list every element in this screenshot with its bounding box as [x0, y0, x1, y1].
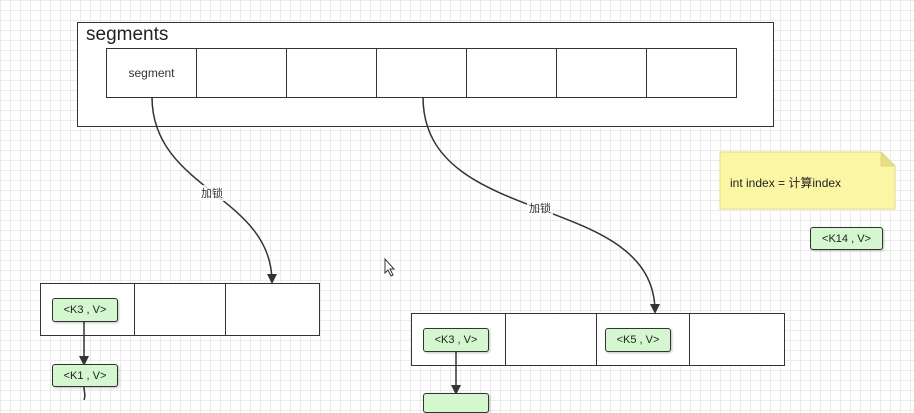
segment-cell-3[interactable] — [376, 48, 467, 98]
right-table-cell-1[interactable] — [505, 313, 598, 366]
left-table-cell-2[interactable] — [225, 283, 320, 336]
segment-cell-6[interactable] — [646, 48, 737, 98]
left-table-cell-1[interactable] — [134, 283, 227, 336]
edge-label-right: 加锁 — [527, 200, 553, 216]
node-right-k5[interactable]: <K5 , V> — [605, 328, 671, 352]
edge-label-left: 加锁 — [199, 185, 225, 201]
segment-cell-0[interactable]: segment — [106, 48, 197, 98]
node-right-k3[interactable]: <K3 , V> — [423, 328, 489, 352]
cursor-icon — [384, 257, 396, 277]
node-left-k1[interactable]: <K1 , V> — [52, 364, 118, 387]
right-table-cell-3[interactable] — [689, 313, 785, 366]
edge-left-chain-tail — [83, 386, 86, 400]
node-right-chain-next[interactable] — [423, 393, 489, 413]
node-left-k3[interactable]: <K3 , V> — [52, 298, 118, 322]
index-note[interactable]: int index = 计算index — [730, 176, 842, 190]
segment-cell-2[interactable] — [286, 48, 377, 98]
node-lone-k14[interactable]: <K14 , V> — [810, 227, 883, 250]
segment-cell-1[interactable] — [196, 48, 287, 98]
segment-cell-4[interactable] — [466, 48, 557, 98]
segment-cell-5[interactable] — [556, 48, 647, 98]
segments-title: segments — [86, 24, 169, 45]
